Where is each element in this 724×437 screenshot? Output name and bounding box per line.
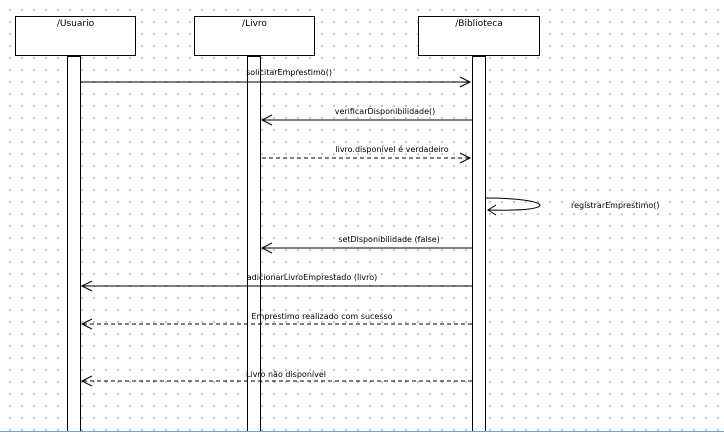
message-label: livro.disponível é verdadeiro	[335, 144, 448, 154]
lifeline-usuario-box[interactable]: /Usuario	[15, 16, 136, 56]
message-label: registrarEmprestimo()	[571, 201, 660, 210]
message-emprestimo-realizado-return[interactable]: Emprestimo realizado com sucesso	[80, 312, 472, 330]
message-label: Livro não disponível	[246, 370, 326, 379]
message-livro-disponivel-return[interactable]: livro.disponível é verdadeiro	[262, 144, 472, 164]
message-solicitar-emprestimo[interactable]: solicitarEmprestimo()	[81, 68, 472, 88]
message-livro-nao-disponivel-return[interactable]: Livro não disponível	[80, 370, 472, 387]
lifeline-livro-label: /Livro	[242, 19, 267, 29]
canvas-bottom-border	[0, 431, 724, 432]
message-adicionar-livro-emprestado[interactable]: adicionarLivroEmprestado (livro)	[80, 273, 472, 292]
message-label: verificarDisponibilidade()	[335, 107, 436, 116]
message-set-disponibilidade[interactable]: setDisponibilidade (false)	[260, 235, 472, 254]
lifeline-livro-box[interactable]: /Livro	[194, 16, 315, 56]
lifeline-biblioteca-label: /Biblioteca	[455, 19, 503, 29]
message-label: adicionarLivroEmprestado (livro)	[247, 273, 378, 282]
message-label: solicitarEmprestimo()	[246, 68, 332, 77]
message-registrar-emprestimo-self[interactable]: registrarEmprestimo()	[485, 197, 660, 216]
message-label: setDisponibilidade (false)	[338, 235, 440, 244]
message-label: Emprestimo realizado com sucesso	[251, 312, 392, 321]
message-verificar-disponibilidade[interactable]: verificarDisponibilidade()	[260, 107, 472, 126]
lifeline-usuario-label: /Usuario	[56, 19, 95, 29]
lifeline-biblioteca-box[interactable]: /Biblioteca	[418, 16, 540, 56]
